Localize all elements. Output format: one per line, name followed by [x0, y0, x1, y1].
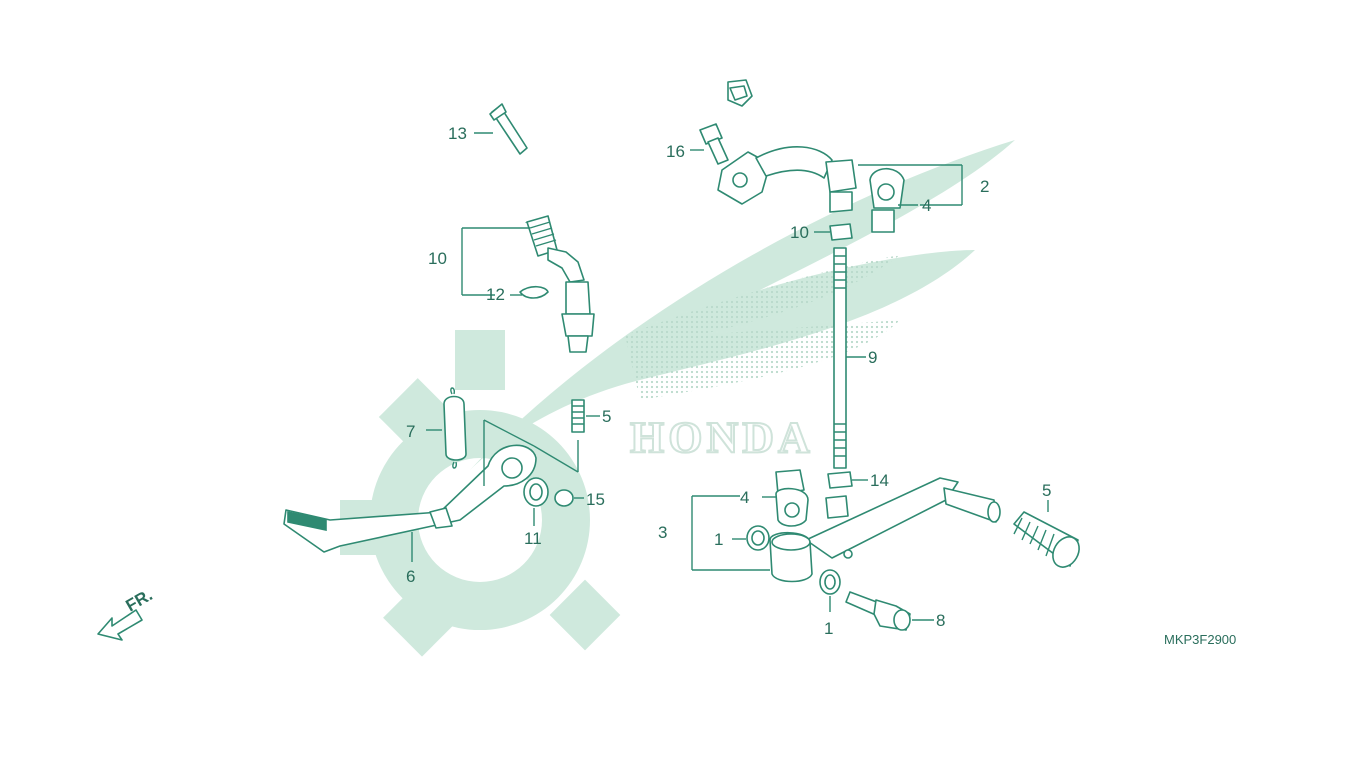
part-11-tie-rod [833, 247, 847, 469]
callout-14: 12 [486, 285, 505, 304]
callout-18: 16 [666, 142, 685, 161]
callout-15: 13 [448, 124, 467, 143]
callout-1-left: 1 [714, 530, 723, 549]
part-1-o-rings [746, 525, 841, 595]
callout-5: 5 [1042, 481, 1051, 500]
part-3-shift-pedal [769, 477, 1001, 583]
callout-6: 10 [428, 249, 447, 268]
callout-17: 15 [586, 490, 605, 509]
callout-1-bottom: 1 [824, 619, 833, 638]
callout-2: 2 [980, 177, 989, 196]
callout-13: 11 [524, 529, 542, 548]
part-2-shift-arm [717, 146, 905, 233]
part-8-brake-pedal [283, 444, 537, 553]
callout-9: 7 [406, 422, 415, 441]
part-9-spring [443, 387, 467, 469]
diagram-code: MKP3F2900 [1164, 632, 1236, 647]
part-13-washer [523, 477, 549, 507]
callout-16: 14 [870, 471, 889, 490]
part-12-nut [829, 223, 853, 241]
callout-8: 6 [406, 567, 415, 586]
front-direction-arrow: FR. [97, 585, 156, 641]
part-17-o-ring [554, 489, 574, 507]
callout-11: 9 [868, 348, 877, 367]
callout-12: 10 [790, 223, 809, 242]
front-label: FR. [123, 585, 156, 615]
part-7-spring [571, 399, 585, 433]
part-5-pedal-rubber [1013, 511, 1080, 568]
part-18-bolt [699, 123, 729, 165]
watermark-logo: HONDA [340, 140, 1015, 657]
part-6-rod-assembly [515, 79, 753, 353]
callout-10: 8 [936, 611, 945, 630]
callout-3: 3 [658, 523, 667, 542]
part-4-lower-joint [775, 469, 809, 527]
callout-4-lower: 4 [740, 488, 749, 507]
part-10-pivot-bolt [845, 591, 911, 631]
callout-7: 5 [602, 407, 611, 426]
part-14-clip [519, 285, 549, 299]
callout-4-upper: 4 [922, 196, 931, 215]
part-15-clip [489, 103, 528, 155]
part-16-nut [827, 471, 853, 489]
watermark-brand-text: HONDA [630, 413, 814, 462]
